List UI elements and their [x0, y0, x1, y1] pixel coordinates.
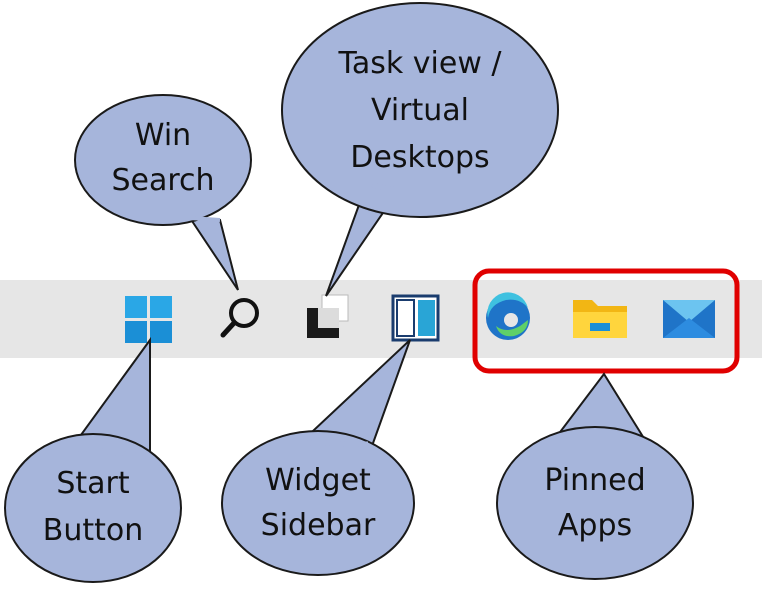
task-view-label-line2: Virtual	[371, 93, 469, 128]
windows-start-icon[interactable]	[125, 296, 172, 343]
win-search-callout: Win Search	[74, 94, 252, 291]
widget-sidebar-callout: Widget Sidebar	[221, 339, 415, 576]
start-button-callout: Start Button	[4, 336, 182, 583]
pinned-apps-callout: Pinned Apps	[496, 372, 694, 580]
widget-sidebar-label-line1: Widget	[265, 463, 371, 498]
widgets-icon[interactable]	[391, 294, 440, 342]
task-view-icon[interactable]	[307, 294, 349, 338]
task-view-callout: Task view / Virtual Desktops	[281, 2, 559, 297]
task-view-label-line3: Desktops	[350, 140, 489, 175]
widget-sidebar-label-line2: Sidebar	[261, 508, 376, 543]
pinned-apps-label-line2: Apps	[558, 508, 632, 543]
win-search-label-line2: Search	[111, 163, 214, 198]
task-view-label-line1: Task view /	[337, 46, 502, 81]
taskbar-background	[0, 280, 762, 358]
file-explorer-folder-icon[interactable]	[573, 300, 627, 338]
edge-browser-icon[interactable]	[486, 292, 530, 340]
start-button-label-line1: Start	[56, 466, 130, 501]
mail-icon[interactable]	[663, 300, 715, 338]
search-icon[interactable]	[220, 298, 259, 338]
pinned-apps-label-line1: Pinned	[544, 463, 645, 498]
pinned-apps-highlight	[472, 268, 740, 374]
win-search-label-line1: Win	[135, 118, 191, 153]
start-button-label-line2: Button	[43, 513, 144, 548]
